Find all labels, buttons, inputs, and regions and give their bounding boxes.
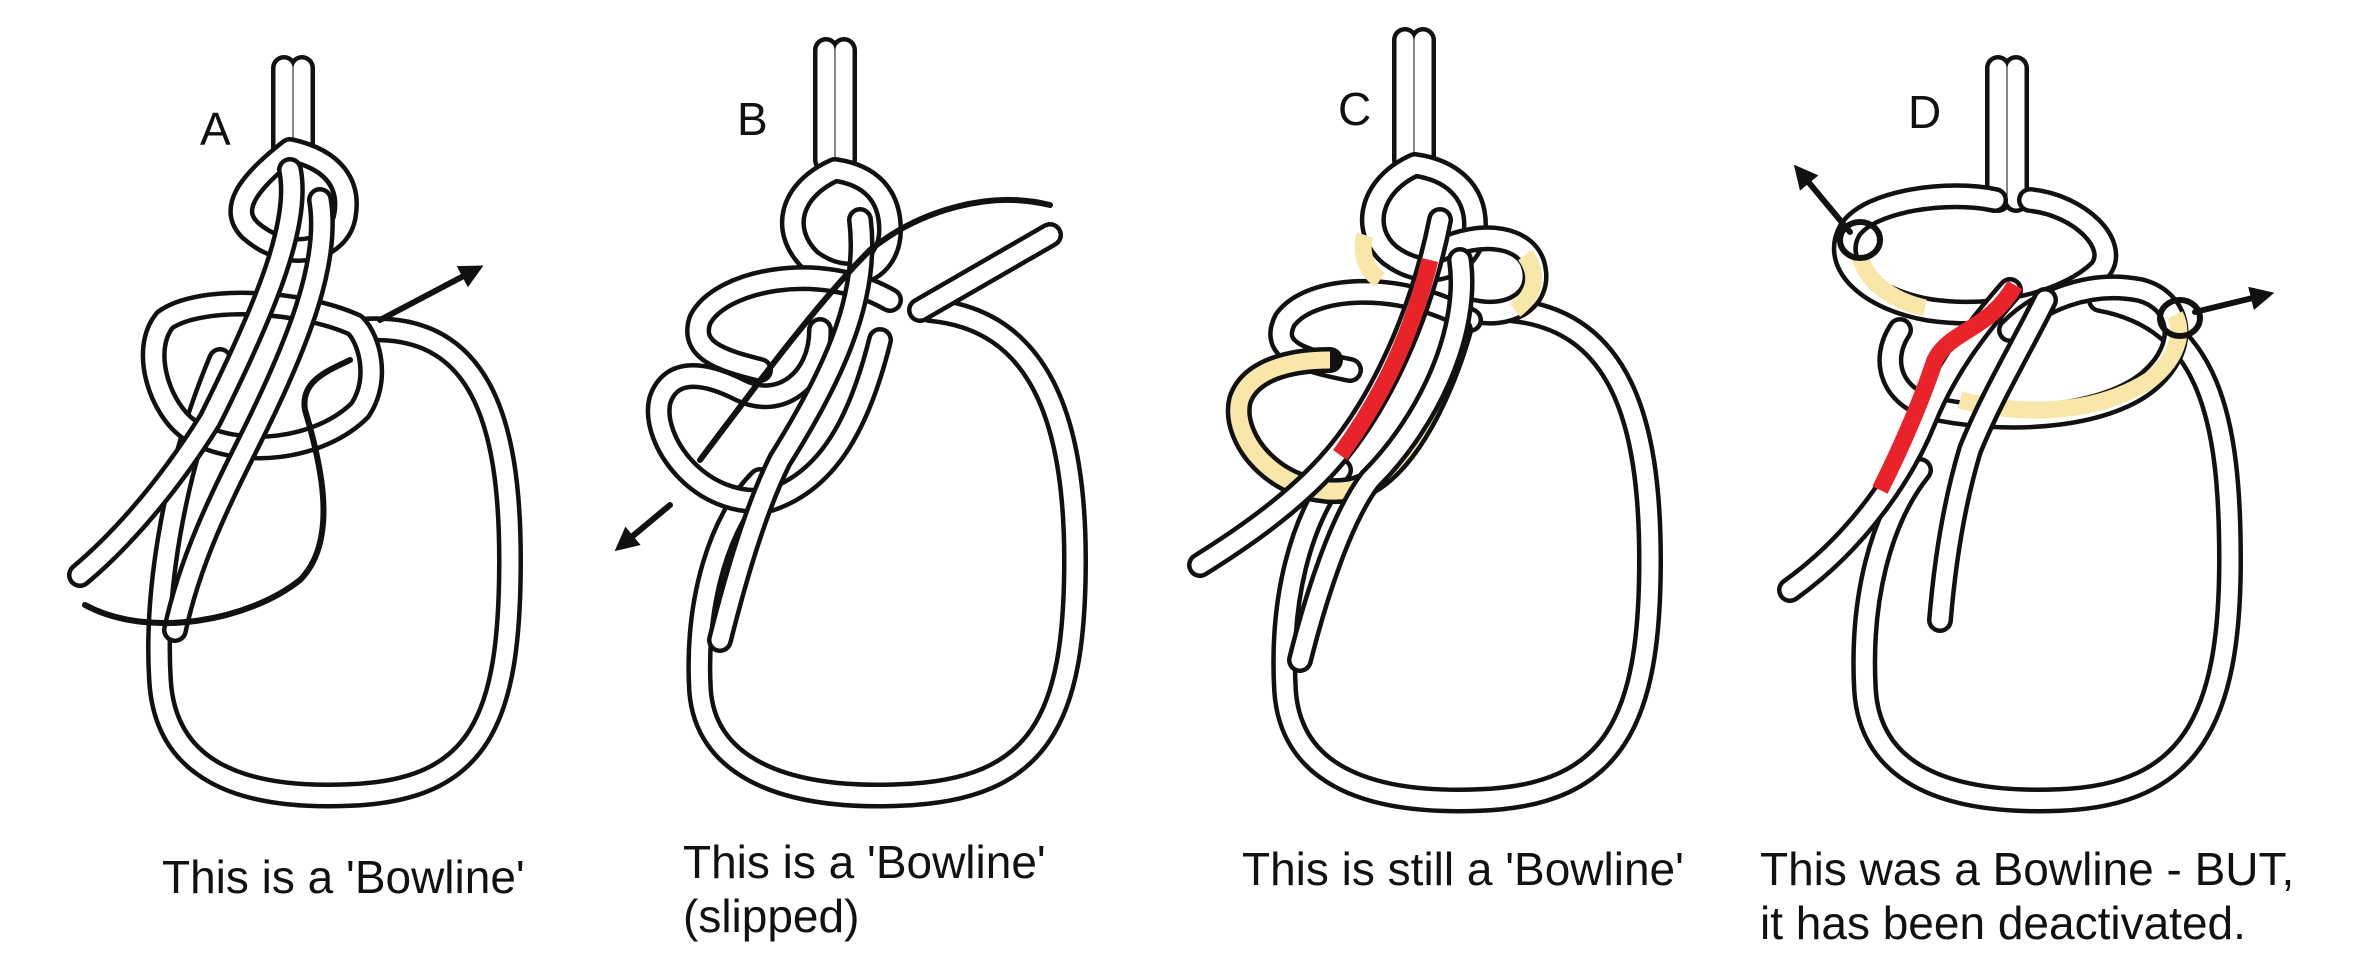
- panel-c-tan-highlight-top: [1354, 232, 1386, 288]
- panel-b-standing-part: [813, 37, 857, 173]
- panel-a-main-loop: [146, 316, 523, 809]
- panel-a-letter: A: [200, 103, 231, 155]
- panel-c-main-loop: [1271, 297, 1663, 814]
- panel-d-tan-highlight-left: [1851, 252, 1928, 317]
- panel-a-nipping-loop: [140, 290, 385, 461]
- panel-a-arrow: [377, 265, 484, 323]
- panel-d-knot: [1777, 55, 2275, 814]
- panel-c-caption-line-1: This is still a 'Bowline': [1242, 843, 1684, 895]
- panel-c-tail: [1187, 207, 1475, 673]
- panel-b-arrow: [614, 502, 673, 552]
- panel-b-nipping-loop: [685, 265, 903, 383]
- panel-a-caption-line-1: This is a 'Bowline': [162, 851, 525, 903]
- panel-b-collar: [779, 157, 903, 288]
- panel-c-right-bight: [1427, 225, 1549, 326]
- panel-d-right-arrow: [2157, 286, 2275, 339]
- panel-d-tail: [1777, 277, 2058, 633]
- panel-d-lower-collar: [1877, 274, 2189, 430]
- panel-c-knot: [1187, 27, 1663, 814]
- panel-d-left-arrow: [1793, 164, 1883, 261]
- panel-b-caption-line-2: (slipped): [683, 890, 860, 942]
- panel-d-main-loop: [1851, 287, 2243, 814]
- panel-c-tan-highlight-right: [1509, 249, 1543, 317]
- panel-d-upper-collar: [1831, 183, 2119, 326]
- panel-c-red-highlight: [1333, 257, 1439, 460]
- panel-b-caption: This is a 'Bowline' (slipped): [683, 835, 1046, 943]
- panel-a-standing-part: [271, 55, 315, 163]
- panel-c-letter: C: [1338, 83, 1371, 135]
- panel-d-caption-line-2: it has been deactivated.: [1760, 897, 2246, 949]
- panel-a-black-line: [82, 357, 353, 627]
- panel-a-knot: [67, 55, 523, 809]
- panel-d-letter: D: [1908, 86, 1941, 138]
- panel-b-letter: B: [737, 93, 768, 145]
- panel-c-standing-part: [1392, 27, 1436, 173]
- panel-b-main-loop: [686, 297, 1088, 809]
- panel-b-caption-line-1: This is a 'Bowline': [683, 836, 1046, 888]
- panel-c-caption: This is still a 'Bowline': [1242, 842, 1684, 896]
- panel-b-tail: [707, 207, 1063, 653]
- panel-d-caption-line-1: This was a Bowline - BUT,: [1760, 843, 2295, 895]
- panel-d-red-highlight: [1872, 280, 2023, 494]
- panel-c-collar: [1359, 152, 1488, 283]
- panel-d-standing-part: [1985, 55, 2029, 213]
- panel-a-caption: This is a 'Bowline': [162, 850, 525, 904]
- panel-d-caption: This was a Bowline - BUT, it has been de…: [1760, 842, 2294, 950]
- panel-d-tan-highlight-bottom: [1957, 311, 2188, 419]
- panel-a-tail: [67, 157, 335, 643]
- panel-b-slip-bight: [645, 317, 893, 514]
- panel-b-black-line: [697, 197, 1053, 463]
- panel-b-knot: [614, 37, 1088, 809]
